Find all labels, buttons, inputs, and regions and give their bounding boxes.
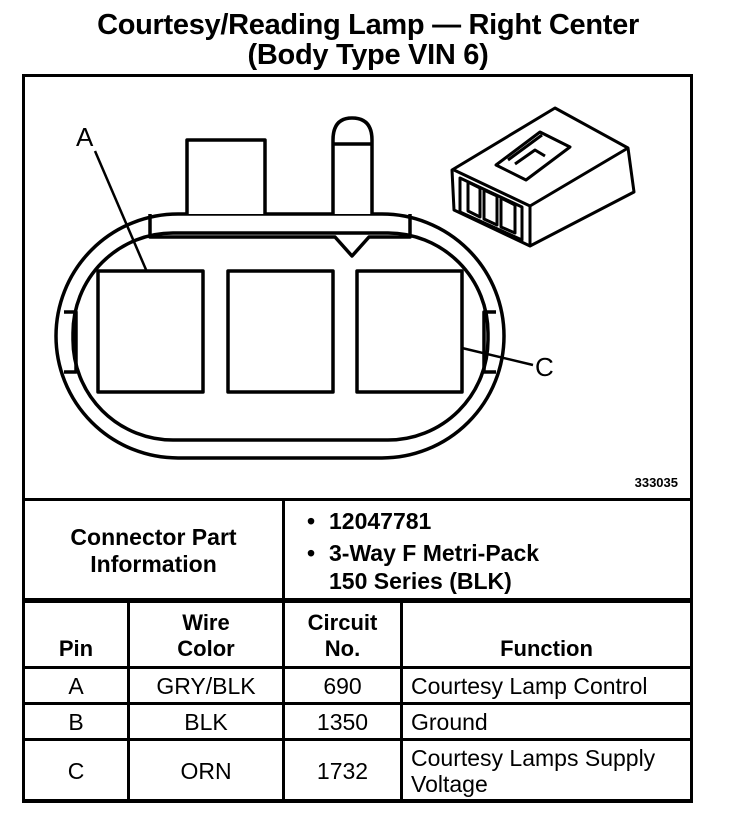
table-row: B BLK 1350 Ground xyxy=(22,702,693,741)
header-pin: Pin xyxy=(22,598,130,669)
cavity-b xyxy=(226,269,335,394)
cavity-c xyxy=(355,269,464,394)
wire-color-cell: ORN xyxy=(127,738,285,803)
connector-outer-shell xyxy=(54,212,506,460)
leader-line-c xyxy=(461,346,534,367)
wire-color-cell: BLK xyxy=(127,702,285,741)
inner-ledge xyxy=(148,214,412,258)
connector-inner-rim xyxy=(71,231,490,442)
pin-cell: A xyxy=(22,666,130,705)
pin-cell: C xyxy=(22,738,130,803)
leader-line-a xyxy=(93,150,149,273)
diagram-subtitle: (Body Type VIN 6) xyxy=(247,39,489,71)
left-latch-notch xyxy=(64,310,78,374)
part-number-item: •12047781 xyxy=(307,507,432,534)
connector-drawing xyxy=(54,106,636,460)
circuit-cell: 1350 xyxy=(282,702,403,741)
connector-info-table: Connector Part Information •12047781 •3-… xyxy=(22,498,693,603)
connector-perspective-icon xyxy=(450,106,636,248)
circuit-cell: 690 xyxy=(282,666,403,705)
table-row: A GRY/BLK 690 Courtesy Lamp Control xyxy=(22,666,693,705)
function-cell: Courtesy Lamp Control xyxy=(400,666,693,705)
pin-a-callout: A xyxy=(76,122,94,152)
function-cell: Ground xyxy=(400,702,693,741)
pin-cell: B xyxy=(22,702,130,741)
figure-number: 333035 xyxy=(634,475,678,490)
key-tab-square xyxy=(185,138,267,214)
circuit-cell: 1732 xyxy=(282,738,403,803)
cavity-a xyxy=(96,269,205,394)
header-function: Function xyxy=(400,598,693,669)
diagram-title: Courtesy/Reading Lamp — Right Center xyxy=(97,9,639,41)
wire-color-cell: GRY/BLK xyxy=(127,666,285,705)
right-latch-notch xyxy=(482,310,496,374)
connector-info-label: Connector Part Information xyxy=(22,498,285,603)
pin-c-callout: C xyxy=(535,352,554,382)
key-tab-lock xyxy=(331,116,374,214)
